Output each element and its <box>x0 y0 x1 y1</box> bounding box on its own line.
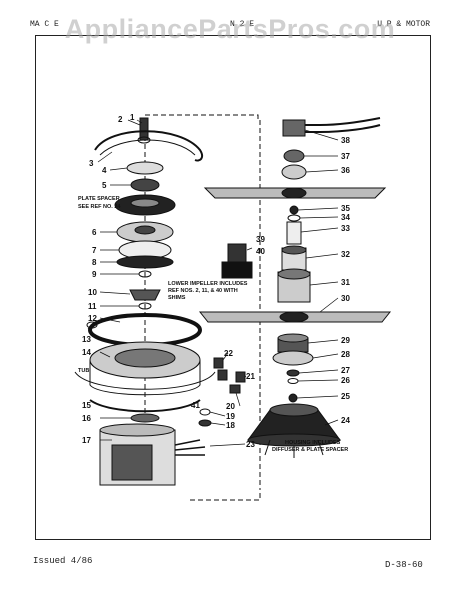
callout-23: 23 <box>246 440 255 449</box>
diagram-frame <box>35 35 431 540</box>
callout-5: 5 <box>102 181 107 190</box>
note-lower-impeller-1: LOWER IMPELLER INCLUDES <box>168 281 248 287</box>
part-5-gear <box>130 178 160 192</box>
part-16-plate <box>130 413 160 423</box>
part-3-hose <box>94 130 204 162</box>
callout-11: 11 <box>88 302 97 311</box>
header-middle-text: N 2 E <box>230 20 255 29</box>
part-36-nut <box>281 164 307 180</box>
part-40-shim <box>221 261 253 279</box>
motor-wire-1 <box>174 439 201 446</box>
callout-9: 9 <box>92 270 97 279</box>
part-20-grommet <box>229 384 241 394</box>
part-18-nut <box>198 419 212 427</box>
callout-17: 17 <box>82 436 91 445</box>
note-plate-spacer-1: PLATE SPACER <box>78 196 120 202</box>
callout-38: 38 <box>341 136 350 145</box>
callout-12: 12 <box>88 314 97 323</box>
callout-34: 34 <box>341 213 350 222</box>
callout-27: 27 <box>341 366 350 375</box>
document-code: D-38-60 <box>385 560 423 570</box>
bottom-connector-line <box>190 490 261 501</box>
part-38-tube <box>285 117 381 126</box>
part-33-tube <box>286 221 302 245</box>
callout-8: 8 <box>92 258 97 267</box>
part-39-bearing <box>227 243 247 263</box>
callout-15: 15 <box>82 401 91 410</box>
part-15-strap <box>89 399 201 413</box>
callout-30: 30 <box>341 294 350 303</box>
note-housing-1: HOUSING INCLUDES <box>285 440 341 446</box>
callout-20: 20 <box>226 402 235 411</box>
callout-1: 1 <box>130 113 135 122</box>
callout-6: 6 <box>92 228 97 237</box>
part-22-grommet <box>213 357 224 369</box>
callout-22: 22 <box>224 349 233 358</box>
callout-4: 4 <box>102 166 107 175</box>
callout-40: 40 <box>256 247 265 256</box>
callout-39: 39 <box>256 235 265 244</box>
issued-date: Issued 4/86 <box>33 556 93 566</box>
callout-18: 18 <box>226 421 235 430</box>
part-4-cap <box>126 161 164 175</box>
part-26-ring <box>287 378 299 384</box>
callout-29: 29 <box>341 336 350 345</box>
callout-3: 3 <box>89 159 94 168</box>
part-38-fitting <box>282 119 306 137</box>
note-tub: TUB <box>78 368 89 374</box>
callout-31: 31 <box>341 278 350 287</box>
callout-28: 28 <box>341 350 350 359</box>
callout-10: 10 <box>88 288 97 297</box>
callout-36: 36 <box>341 166 350 175</box>
callout-14: 14 <box>82 348 91 357</box>
callout-25: 25 <box>341 392 350 401</box>
callout-19: 19 <box>226 412 235 421</box>
callout-37: 37 <box>341 152 350 161</box>
part-25-screw <box>288 393 298 403</box>
callout-33: 33 <box>341 224 350 233</box>
part-10-impeller <box>129 289 161 301</box>
part-8-seal <box>116 255 174 269</box>
part-37-cap <box>283 149 305 163</box>
callout-21: 21 <box>246 372 255 381</box>
note-housing-2: DIFFUSER & PLATE SPACER <box>272 447 348 453</box>
top-connector-line <box>145 114 259 120</box>
callout-35: 35 <box>341 204 350 213</box>
header-left-text: MA C E <box>30 20 59 29</box>
part-14-housing-side <box>89 360 201 396</box>
part-21-grommet <box>217 369 228 381</box>
note-plate-spacer-2: SEE REF NO. 24 <box>78 204 121 210</box>
callout-2: 2 <box>118 115 123 124</box>
part-35-screw <box>289 205 299 215</box>
part-27-washer <box>286 369 300 377</box>
callout-32: 32 <box>341 250 350 259</box>
part-3-hose-inner <box>99 139 196 156</box>
note-lower-impeller-3: SHIMS <box>168 295 186 301</box>
page-header: MA C E N 2 E U P & MOTOR <box>30 18 430 32</box>
note-lower-impeller-2: REF NOS. 2, 11, & 40 WITH <box>168 288 238 294</box>
part-34-washer <box>287 214 301 222</box>
part-13-clip <box>86 321 98 329</box>
callout-41: 41 <box>191 401 200 410</box>
part-19-washer <box>199 408 211 416</box>
motor-wire-2 <box>174 446 206 451</box>
callout-24: 24 <box>341 416 350 425</box>
header-right-text: U P & MOTOR <box>377 20 430 29</box>
tub-flange <box>74 371 216 390</box>
part-21b-grommet <box>235 371 246 383</box>
callout-26: 26 <box>341 376 350 385</box>
callout-13: 13 <box>82 335 91 344</box>
callout-7: 7 <box>92 246 97 255</box>
callout-16: 16 <box>82 414 91 423</box>
part-28-nut <box>272 350 314 366</box>
